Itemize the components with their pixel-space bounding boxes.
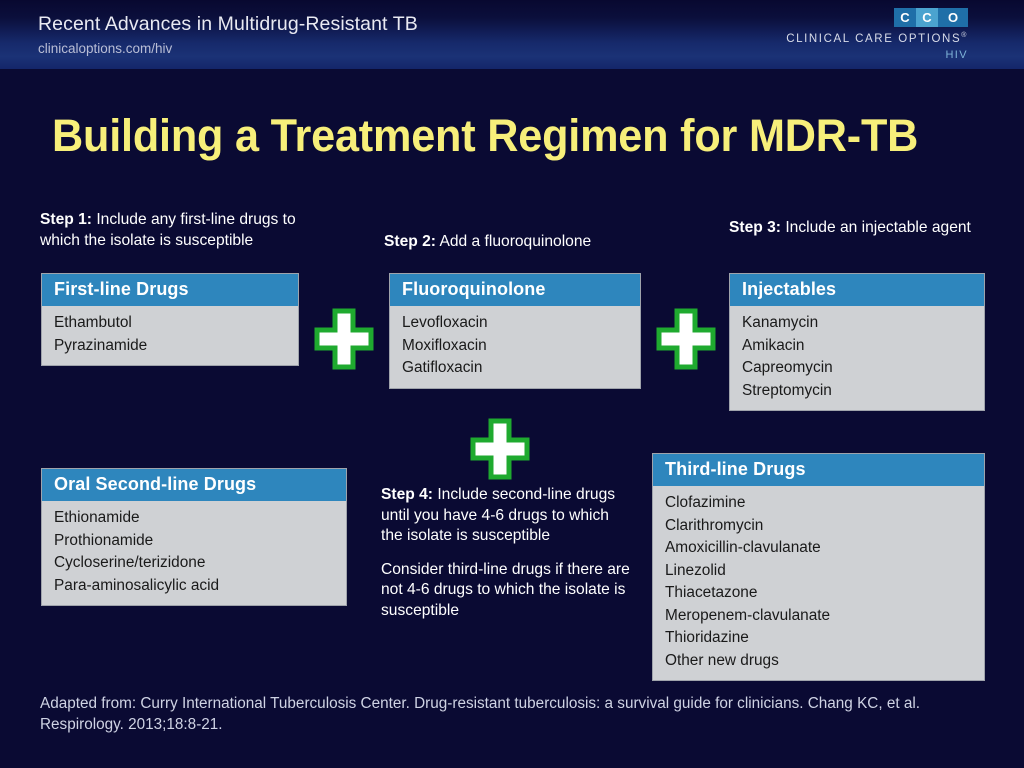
list-item: Moxifloxacin [402, 336, 487, 354]
third-line-drugs-heading: Third-line Drugs [653, 454, 984, 487]
third-line-drugs-list: Clofazimine Clarithromycin Amoxicillin-c… [653, 486, 984, 680]
step-4-text: Include second-line drugs until you have… [381, 486, 616, 545]
plus-icon-3 [470, 418, 530, 485]
list-item: Thiacetazone [665, 584, 758, 602]
list-item: Gatifloxacin [402, 359, 483, 377]
first-line-drugs-list: Ethambutol Pyrazinamide [42, 306, 298, 365]
cco-logo-name: CLINICAL CARE OPTIONS® [786, 32, 968, 45]
list-item: Kanamycin [742, 314, 819, 332]
cco-logo: C C O CLINICAL CARE OPTIONS® HIV [786, 8, 996, 62]
step-1-caption: Step 1: Include any first-line drugs to … [40, 210, 302, 251]
step-2-text: Add a fluoroquinolone [436, 233, 592, 250]
list-item: Other new drugs [665, 651, 779, 669]
cco-logo-tagline: HIV [945, 49, 968, 61]
step-3-caption: Step 3: Include an injectable agent [729, 218, 979, 239]
cco-logo-name-text: CLINICAL CARE OPTIONS [786, 32, 962, 45]
logo-letter-c1: C [894, 8, 916, 27]
list-item: Levofloxacin [402, 314, 488, 332]
slide-header-band: Recent Advances in Multidrug-Resistant T… [0, 0, 1024, 69]
step-2-caption: Step 2: Add a fluoroquinolone [384, 232, 684, 253]
first-line-drugs-heading: First-line Drugs [42, 274, 298, 307]
presentation-title: Recent Advances in Multidrug-Resistant T… [38, 13, 418, 35]
third-line-drugs-box: Third-line Drugs Clofazimine Clarithromy… [652, 453, 985, 682]
injectables-box: Injectables Kanamycin Amikacin Capreomyc… [729, 273, 985, 412]
list-item: Amikacin [742, 336, 805, 354]
fluoroquinolone-heading: Fluoroquinolone [390, 274, 640, 307]
oral-second-line-drugs-list: Ethionamide Prothionamide Cycloserine/te… [42, 501, 346, 605]
step-4-caption: Step 4: Include second-line drugs until … [381, 485, 633, 621]
step-3-text: Include an injectable agent [781, 219, 971, 236]
step-1-label: Step 1: [40, 211, 92, 228]
logo-letter-c2: C [916, 8, 938, 27]
slide-title: Building a Treatment Regimen for MDR-TB [52, 110, 919, 161]
plus-icon-2 [656, 308, 716, 375]
plus-icon-1 [314, 308, 374, 375]
list-item: Ethambutol [54, 314, 132, 332]
fluoroquinolone-list: Levofloxacin Moxifloxacin Gatifloxacin [390, 306, 640, 387]
list-item: Capreomycin [742, 359, 833, 377]
list-item: Clofazimine [665, 494, 746, 512]
list-item: Linezolid [665, 561, 726, 579]
fluoroquinolone-box: Fluoroquinolone Levofloxacin Moxifloxaci… [389, 273, 641, 389]
list-item: Ethionamide [54, 509, 140, 527]
logo-letter-o: O [938, 8, 968, 27]
cco-logo-mark: C C O [894, 8, 968, 27]
oral-second-line-drugs-box: Oral Second-line Drugs Ethionamide Proth… [41, 468, 347, 607]
trademark-symbol: ® [961, 32, 968, 39]
list-item: Thioridazine [665, 629, 749, 647]
list-item: Amoxicillin-clavulanate [665, 539, 821, 557]
presentation-url: clinicaloptions.com/hiv [38, 41, 173, 56]
list-item: Meropenem-clavulanate [665, 606, 831, 624]
source-citation: Adapted from: Curry International Tuberc… [40, 695, 920, 733]
step-4-label: Step 4: [381, 486, 433, 503]
list-item: Para-aminosalicylic acid [54, 576, 220, 594]
injectables-heading: Injectables [730, 274, 984, 307]
oral-second-line-drugs-heading: Oral Second-line Drugs [42, 469, 346, 502]
list-item: Cycloserine/terizidone [54, 554, 206, 572]
step-3-label: Step 3: [729, 219, 781, 236]
step-1-text: Include any first-line drugs to which th… [40, 211, 296, 249]
first-line-drugs-box: First-line Drugs Ethambutol Pyrazinamide [41, 273, 299, 367]
step-2-label: Step 2: [384, 233, 436, 250]
list-item: Streptomycin [742, 381, 832, 399]
list-item: Pyrazinamide [54, 336, 148, 354]
list-item: Prothionamide [54, 531, 154, 549]
list-item: Clarithromycin [665, 516, 764, 534]
injectables-list: Kanamycin Amikacin Capreomycin Streptomy… [730, 306, 984, 410]
step-4-text-secondary: Consider third-line drugs if there are n… [381, 560, 630, 619]
